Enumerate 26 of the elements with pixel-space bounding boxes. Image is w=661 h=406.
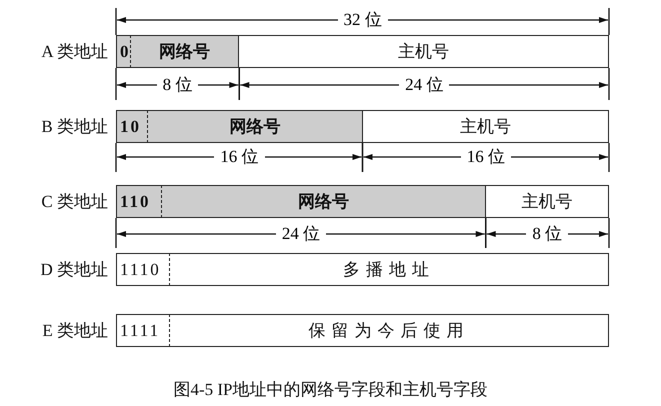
class-label: E 类地址 (42, 320, 108, 340)
figure-caption: 图4-5 IP地址中的网络号字段和主机号字段 (172, 380, 489, 400)
prefix-bits-cell: 10 (116, 110, 148, 143)
prefix-bits-cell: 1111 (116, 314, 170, 347)
field-cell: 多播地址 (170, 253, 609, 286)
dimension-label: 8 位 (156, 76, 198, 94)
dimension-label: 8 位 (526, 225, 568, 243)
dimension-label: 16 位 (214, 148, 264, 166)
field-cell: 主机号 (239, 35, 609, 68)
field-cell: 主机号 (486, 185, 609, 218)
class-label: C 类地址 (41, 192, 108, 212)
class-label: A 类地址 (41, 42, 108, 62)
network-field-cell: 网络号 (162, 185, 486, 218)
dimension-label: 24 位 (399, 76, 450, 94)
class-label: D 类地址 (40, 260, 108, 280)
prefix-bits-cell: 0 (116, 35, 131, 68)
dimension-label: 24 位 (276, 225, 326, 243)
field-cell: 保留为今后使用 (170, 314, 609, 347)
dimension-label: 16 位 (460, 148, 511, 166)
prefix-bits-cell: 1110 (116, 253, 170, 286)
dimension-label: 32 位 (338, 11, 388, 29)
network-field-cell: 网络号 (148, 110, 362, 143)
field-cell: 主机号 (362, 110, 609, 143)
prefix-bits-cell: 110 (116, 185, 162, 218)
network-field-cell: 网络号 (131, 35, 240, 68)
class-label: B 类地址 (41, 116, 108, 136)
